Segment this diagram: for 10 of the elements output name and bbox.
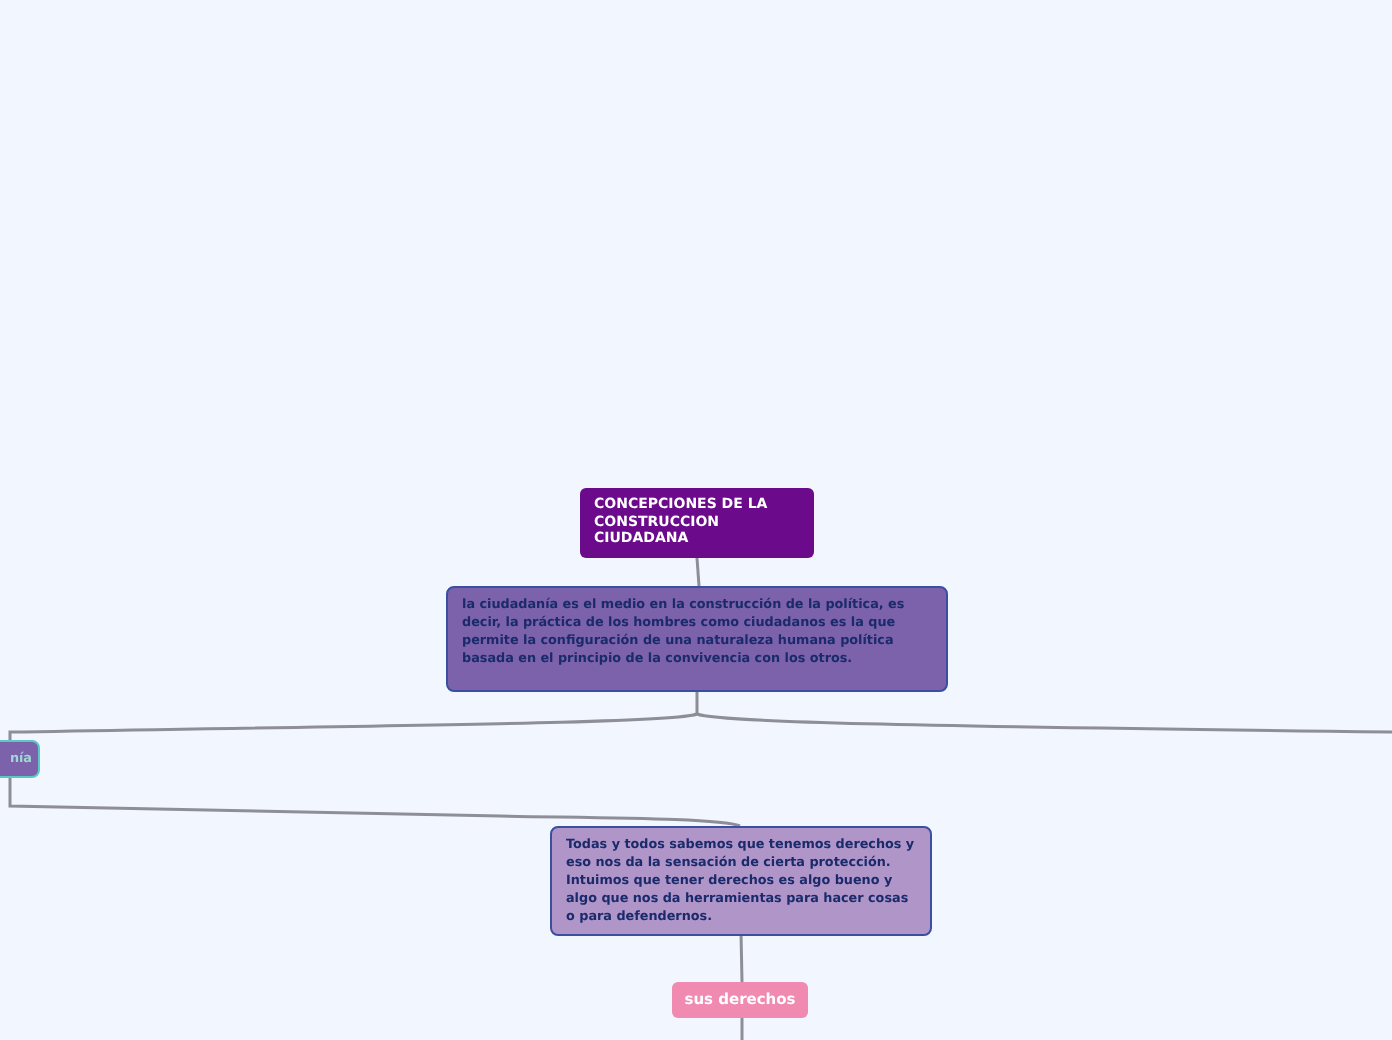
connector-line [695,557,701,587]
connector-line [739,931,744,983]
connector-line [8,778,741,828]
topic-box [672,982,808,1018]
connector-line [8,692,699,740]
topic-box [580,488,814,558]
topic-box [446,586,948,692]
connector-line [740,1018,744,1040]
topic-box [550,826,932,936]
connector-line [696,712,1392,734]
